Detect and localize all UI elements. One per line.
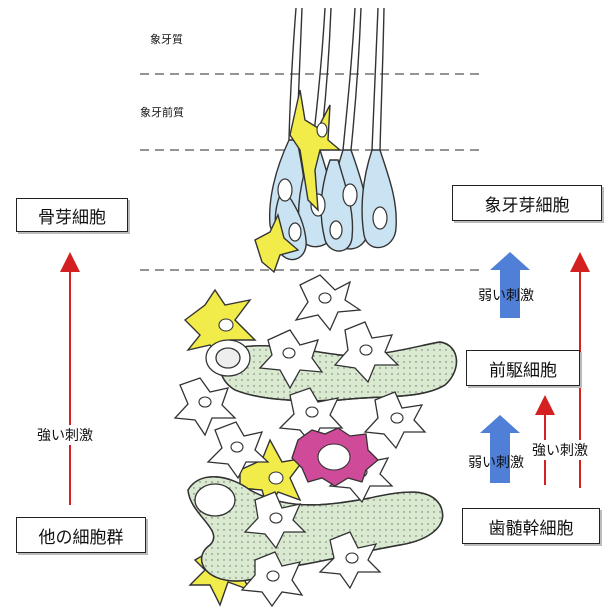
other-cells-box: 他の細胞群	[16, 517, 146, 553]
progenitor-label: 前駆細胞	[489, 356, 557, 381]
weak-stimulus-top-label: 弱い刺激	[478, 285, 534, 305]
pulp-stem-box: 歯髄幹細胞	[462, 508, 600, 544]
strong-stimulus-left-label: 強い刺激	[37, 425, 93, 445]
osteoblast-label: 骨芽細胞	[38, 203, 106, 228]
strong-stimulus-right-label: 強い刺激	[532, 440, 588, 460]
odontoblast-box: 象牙芽細胞	[452, 185, 602, 221]
odontoblast-label: 象牙芽細胞	[485, 191, 570, 216]
predentin-label: 象牙前質	[140, 104, 184, 120]
other-cells-label: 他の細胞群	[39, 523, 124, 548]
dentin-label: 象牙質	[150, 31, 183, 47]
pulp-stem-label: 歯髄幹細胞	[489, 514, 574, 539]
osteoblast-box: 骨芽細胞	[16, 198, 128, 232]
weak-stimulus-bottom-label: 弱い刺激	[468, 452, 524, 472]
progenitor-box: 前駆細胞	[466, 350, 580, 386]
